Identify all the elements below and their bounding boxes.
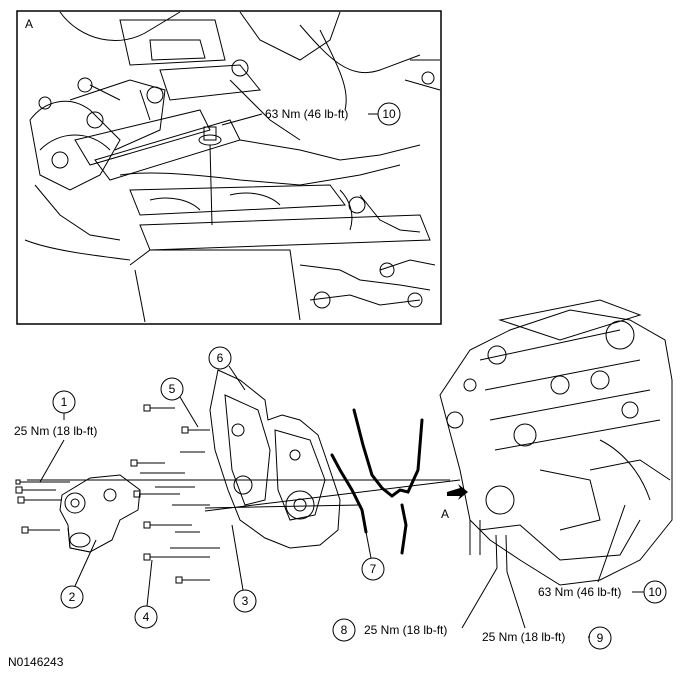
inset-label: A	[25, 17, 33, 31]
callout-3: 3	[231, 524, 257, 613]
callout-8-number: 8	[341, 623, 348, 637]
callout-10: 63 Nm (46 lb-ft) 10	[538, 504, 667, 604]
callout-6: 6	[208, 346, 246, 391]
callout-9: 25 Nm (18 lb-ft) 9	[482, 571, 612, 650]
gasket-set	[330, 408, 424, 555]
callout-6-number: 6	[217, 351, 224, 365]
callout-1-number: 1	[61, 395, 68, 409]
inset-view-a: A	[16, 10, 442, 325]
callout-8: 8 25 Nm (18 lb-ft)	[332, 567, 498, 642]
callout-8-spec: 25 Nm (18 lb-ft)	[364, 623, 447, 637]
callout-7: 7	[361, 531, 385, 581]
callout-1: 1 25 Nm (18 lb-ft)	[14, 390, 97, 483]
callout-5-number: 5	[169, 382, 176, 396]
callout-5: 5	[160, 377, 199, 428]
bolt-set	[15, 404, 461, 584]
inset-callout-10-number: 10	[382, 107, 396, 121]
callout-10-spec: 63 Nm (46 lb-ft)	[538, 585, 621, 599]
callout-4: 4	[134, 559, 158, 629]
callout-3-number: 3	[242, 594, 249, 608]
figure-id: N0146243	[8, 655, 64, 669]
engine-assembly	[439, 299, 673, 586]
view-arrow-label: A	[441, 507, 449, 521]
callout-9-number: 9	[597, 631, 604, 645]
callout-9-spec: 25 Nm (18 lb-ft)	[482, 630, 565, 644]
water-pump	[59, 474, 141, 553]
inset-torque-spec: 63 Nm (46 lb-ft)	[265, 107, 348, 121]
front-cover	[209, 369, 341, 549]
inset-callout-10: 63 Nm (46 lb-ft) 10	[221, 102, 401, 126]
callout-2: 2	[60, 539, 97, 609]
callout-1-spec: 25 Nm (18 lb-ft)	[14, 424, 97, 438]
callout-4-number: 4	[143, 610, 150, 624]
inset-engine-artwork	[24, 11, 441, 323]
callout-2-number: 2	[69, 590, 76, 604]
callout-10-number: 10	[648, 585, 662, 599]
callout-7-number: 7	[370, 562, 377, 576]
